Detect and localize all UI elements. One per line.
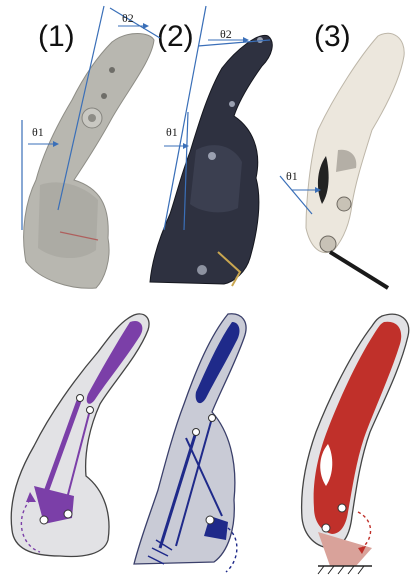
schematic-2 [134, 314, 246, 572]
panel-label-3: (3) [314, 20, 351, 53]
schematic-3 [302, 314, 409, 574]
photo-finger-3 [306, 33, 404, 288]
theta2-label-1: θ2 [122, 11, 134, 25]
theta1-label-3: θ1 [286, 169, 298, 183]
theta1-label-1: θ1 [32, 125, 44, 139]
photo-finger-2 [150, 35, 272, 286]
panel-label-1: (1) [38, 20, 75, 53]
panel-label-2: (2) [157, 20, 194, 53]
theta1-label-2: θ1 [166, 125, 178, 139]
schematic-1 [11, 314, 149, 557]
theta2-label-2: θ2 [220, 27, 232, 41]
